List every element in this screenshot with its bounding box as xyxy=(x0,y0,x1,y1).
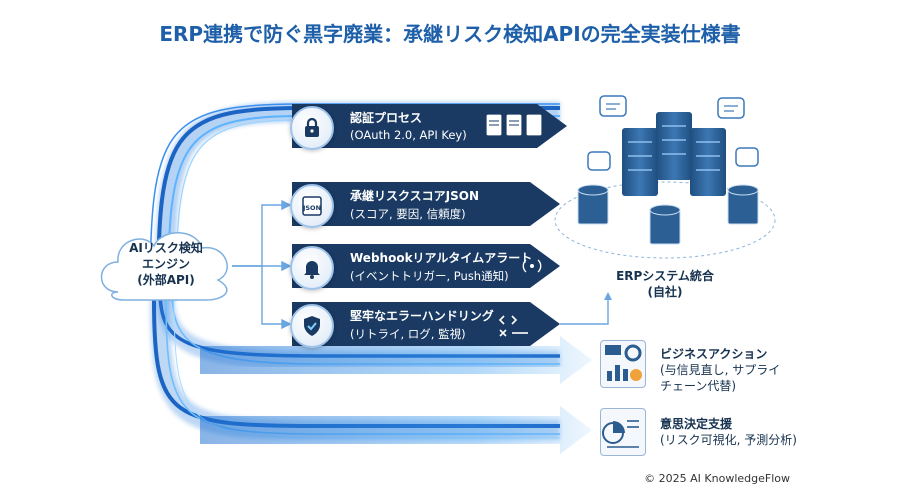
document-icons xyxy=(485,113,543,137)
step-error-title: 堅牢なエラーハンドリング xyxy=(350,309,494,323)
page-title: ERP連携で防ぐ黒字廃業：承継リスク検知APIの完全実装仕様書 xyxy=(159,22,741,46)
step-webhook: Webhookリアルタイムアラート (イベントトリガー, Push通知) xyxy=(292,244,560,288)
copyright: © 2025 AI KnowledgeFlow xyxy=(644,472,790,485)
erp-line2: (自社) xyxy=(647,285,683,299)
step-auth-sub: (OAuth 2.0, API Key) xyxy=(350,128,467,142)
json-icon: JSON xyxy=(290,184,334,228)
report-icon xyxy=(600,408,646,456)
output-decision-line2: (リスク可視化, 予測分析) xyxy=(660,433,797,447)
step-json-sub: (スコア, 要因, 信頼度) xyxy=(350,207,466,221)
output-business-title: ビジネスアクション xyxy=(660,347,768,361)
code-icon xyxy=(498,315,528,337)
step-json-title: 承継リスクスコアJSON xyxy=(350,189,479,203)
step-error-sub: (リトライ, ログ, 監視) xyxy=(350,327,466,341)
signal-icon xyxy=(522,259,542,273)
step-auth-title: 認証プロセス xyxy=(350,111,423,125)
output-business: ビジネスアクション (与信見直し, サプライ チェーン代替) xyxy=(660,346,780,394)
arrow-decision xyxy=(200,406,592,454)
engine-connectors xyxy=(232,199,292,330)
engine-line3: (外部API) xyxy=(137,273,195,287)
erp-label: ERPシステム統合 (自社) xyxy=(590,268,740,300)
dashboard-icon xyxy=(600,340,646,388)
json-icon-text: JSON xyxy=(302,204,321,212)
arrow-business xyxy=(200,336,592,384)
step-json: 承継リスクスコアJSON (スコア, 要因, 信頼度) xyxy=(292,182,560,226)
cloud-icon xyxy=(100,232,228,301)
erp-line1: ERPシステム統合 xyxy=(616,269,714,283)
step-error: 堅牢なエラーハンドリング (リトライ, ログ, 監視) xyxy=(292,302,560,346)
output-decision: 意思決定支援 (リスク可視化, 予測分析) xyxy=(660,416,797,448)
engine-line2: エンジン xyxy=(141,257,190,271)
erp-connector xyxy=(560,300,609,325)
step-webhook-sub: (イベントトリガー, Push通知) xyxy=(350,269,509,283)
output-business-line3: チェーン代替) xyxy=(660,379,737,393)
engine-label: AIリスク検知 エンジン (外部API) xyxy=(116,240,216,288)
output-business-line2: (与信見直し, サプライ xyxy=(660,363,781,377)
bell-icon xyxy=(290,246,334,290)
step-webhook-title: Webhookリアルタイムアラート xyxy=(350,251,533,265)
output-decision-title: 意思決定支援 xyxy=(660,417,733,431)
engine-line1: AIリスク検知 xyxy=(129,241,203,255)
shield-check-icon xyxy=(290,304,334,348)
lock-icon xyxy=(290,106,334,150)
erp-cluster-icon xyxy=(554,95,776,259)
